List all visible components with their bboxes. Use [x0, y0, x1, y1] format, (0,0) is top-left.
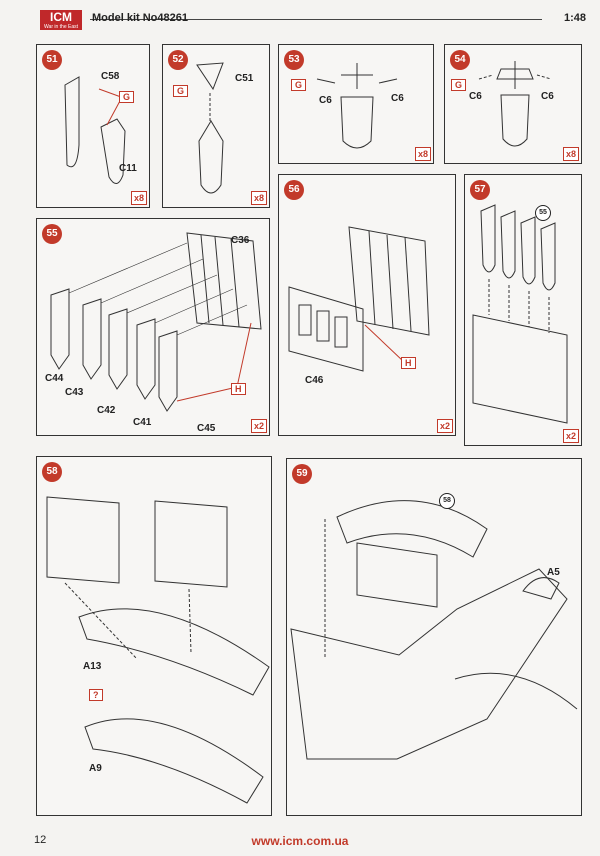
- step-number: 51: [42, 50, 62, 70]
- part-label: C6: [469, 91, 482, 102]
- decal-tag: G: [119, 91, 135, 103]
- step-54-illustration: [478, 61, 552, 147]
- quantity-badge: x8: [130, 191, 147, 205]
- step-55-panel: 55 C36 C44 C43 C42 C41 H C45 x2: [36, 218, 270, 436]
- quantity-badge: x8: [250, 191, 267, 205]
- step-55-illustration: [50, 232, 262, 412]
- quantity-badge: x2: [250, 419, 267, 433]
- step-number: 52: [168, 50, 188, 70]
- part-label: C42: [97, 405, 116, 416]
- part-label: A9: [89, 763, 102, 774]
- part-label: C6: [319, 95, 332, 106]
- quantity-badge: x2: [436, 419, 453, 433]
- step-58-illustration: [46, 496, 270, 804]
- step-52-illustration: [196, 62, 224, 194]
- step-57-illustration: [472, 204, 568, 424]
- decal-tag: H: [231, 383, 246, 395]
- step-51-illustration: [64, 76, 126, 184]
- part-label: C58: [101, 71, 120, 82]
- part-label: C44: [45, 373, 64, 384]
- logo-text: ICM: [50, 10, 72, 24]
- step-52-panel: 52 C51 G x8: [162, 44, 270, 208]
- step-59-panel: 59 58 A5: [286, 458, 582, 816]
- step-number: 54: [450, 50, 470, 70]
- part-label: A13: [83, 661, 102, 672]
- step-number: 55: [42, 224, 62, 244]
- step-number: 58: [42, 462, 62, 482]
- decal-tag: G: [451, 79, 467, 91]
- step-54-panel: 54 G C6 C6 x8: [444, 44, 582, 164]
- decal-tag: H: [401, 357, 416, 369]
- quantity-badge: x2: [562, 429, 579, 443]
- page-number: 12: [34, 834, 47, 846]
- part-label: C45: [197, 423, 216, 434]
- step-53-illustration: [316, 63, 398, 149]
- step-53-panel: 53 G C6 C6 x8: [278, 44, 434, 164]
- quantity-badge: x8: [414, 147, 431, 161]
- part-label: C43: [65, 387, 84, 398]
- part-label: C51: [235, 73, 254, 84]
- part-label: C36: [231, 235, 250, 246]
- step-reference: 58: [439, 493, 455, 509]
- step-51-panel: 51 C58 G C11 x8: [36, 44, 150, 208]
- step-number: 59: [292, 464, 312, 484]
- step-number: 57: [470, 180, 490, 200]
- website-url[interactable]: www.icm.com.ua: [251, 834, 349, 848]
- step-56-illustration: [288, 226, 430, 372]
- part-label: C6: [391, 93, 404, 104]
- step-58-panel: 58 A13 ? A9: [36, 456, 272, 816]
- part-label: A5: [547, 567, 560, 578]
- decal-tag: G: [291, 79, 307, 91]
- part-label: C6: [541, 91, 554, 102]
- step-number: 53: [284, 50, 304, 70]
- part-label: C11: [119, 163, 137, 174]
- page-header: ICM War in the East Model kit No48261 1:…: [0, 0, 600, 40]
- step-number: 56: [284, 180, 304, 200]
- quantity-badge: x8: [562, 147, 579, 161]
- step-reference: 55: [535, 205, 551, 221]
- decal-tag: ?: [89, 689, 103, 701]
- kit-number: Model kit No48261: [92, 12, 188, 24]
- step-57-panel: 57 55 x2: [464, 174, 582, 446]
- scale-label: 1:48: [563, 12, 586, 24]
- header-rule: [90, 19, 542, 20]
- step-56-panel: 56 C46 H x2: [278, 174, 456, 436]
- decal-tag: G: [173, 85, 189, 97]
- logo-tagline: War in the East: [44, 24, 78, 30]
- part-label: C41: [133, 417, 152, 428]
- part-label: C46: [305, 375, 324, 386]
- step-59-illustration: [290, 500, 578, 760]
- icm-logo: ICM War in the East: [40, 10, 82, 30]
